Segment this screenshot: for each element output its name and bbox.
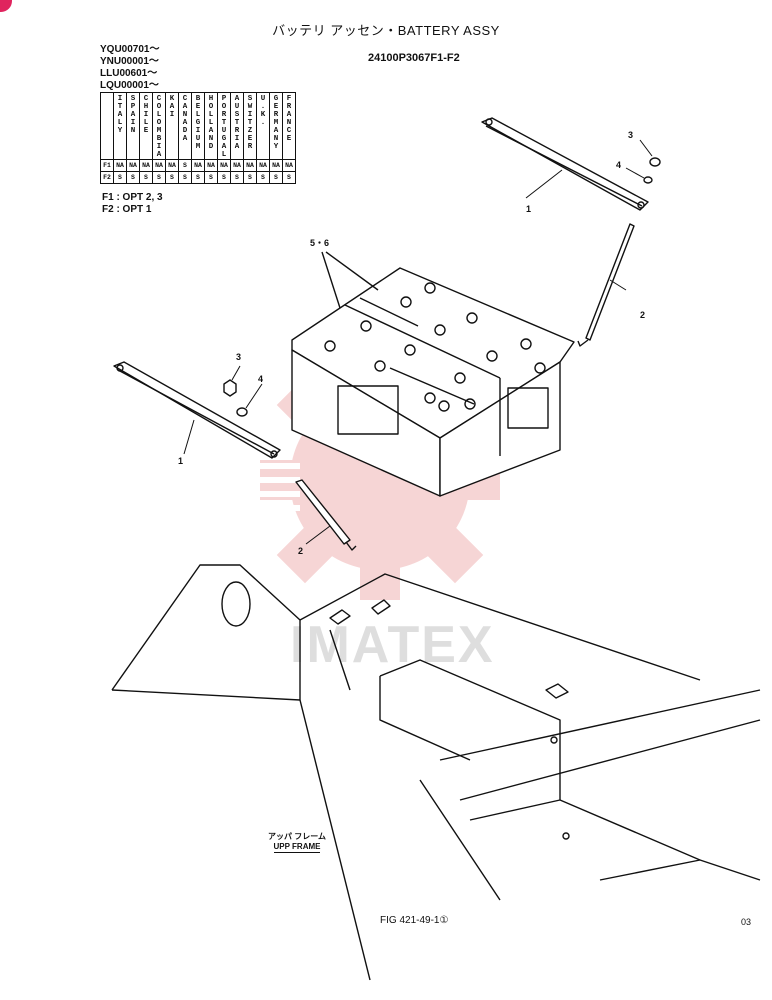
hold-rod-right [577, 223, 635, 347]
callout-leaders [183, 139, 653, 545]
page-title: バッテリ アッセン・BATTERY ASSY [272, 23, 500, 38]
country-header: C O L O M B I A [152, 92, 166, 160]
option-notes: F1 : OPT 2, 3 F2 : OPT 1 [102, 192, 163, 216]
callout-3-left: 3 [236, 352, 242, 362]
table-row: F2 S S S S S S S S S S S S S S [100, 171, 296, 184]
callout-5-6: 5・6 [310, 238, 330, 248]
hold-bracket-right [481, 117, 649, 211]
callout-4-left: 4 [258, 374, 264, 384]
table-row: F1 NA NA NA NA NA S NA NA NA NA NA NA NA… [100, 159, 296, 172]
table-cell: S [113, 171, 127, 184]
country-header-row: I T A L Y S P A I N C H I L E C O L O M … [100, 92, 296, 160]
callout-1-left: 1 [178, 456, 184, 466]
frame-label: アッパ フレーム UPP FRAME [268, 832, 326, 853]
callout-1-right: 1 [526, 204, 532, 214]
callout-2-left: 2 [298, 546, 304, 556]
row-label: F2 [100, 171, 114, 184]
table-cell: S [178, 171, 192, 184]
watermark-stripes [232, 463, 300, 511]
page-number: 03 [741, 917, 752, 927]
callout-3-right: 3 [628, 130, 634, 140]
table-cell: S [230, 171, 244, 184]
serial-item: LQU00001～ [100, 80, 159, 91]
callout-4-right: 4 [616, 160, 622, 170]
hold-rod-left [295, 479, 357, 551]
nut-right [643, 157, 661, 184]
upper-frame [111, 564, 761, 981]
table-cell: NA [282, 159, 296, 172]
country-header: A U S T R I A [230, 92, 244, 160]
serial-item: LLU00601～ [100, 68, 158, 79]
hold-bracket-left [113, 361, 281, 459]
serial-item: YQU00701～ [100, 44, 160, 55]
option-note: F1 : OPT 2, 3 [102, 192, 163, 203]
country-header: F R A N C E [282, 92, 296, 160]
country-option-table: I T A L Y S P A I N C H I L E C O L O M … [100, 92, 296, 184]
country-header: C H I L E [139, 92, 153, 160]
nut-left [223, 379, 248, 417]
watermark-text: IMATEX [290, 616, 495, 674]
serial-list: YQU00701～ YNU00001～ LLU00601～ LQU00001～ [100, 44, 159, 92]
leader-5-6 [321, 251, 379, 309]
figure-number: FIG 421-49-1① [380, 915, 449, 926]
table-cell: S [282, 171, 296, 184]
part-number: 24100P3067F1-F2 [368, 52, 460, 64]
option-note: F2 : OPT 1 [102, 204, 152, 215]
serial-item: YNU00001～ [100, 56, 159, 67]
frame-label-en: UPP FRAME [273, 842, 321, 853]
battery-block [291, 267, 575, 497]
callout-2-right: 2 [640, 310, 646, 320]
frame-label-jp: アッパ フレーム [268, 832, 326, 841]
